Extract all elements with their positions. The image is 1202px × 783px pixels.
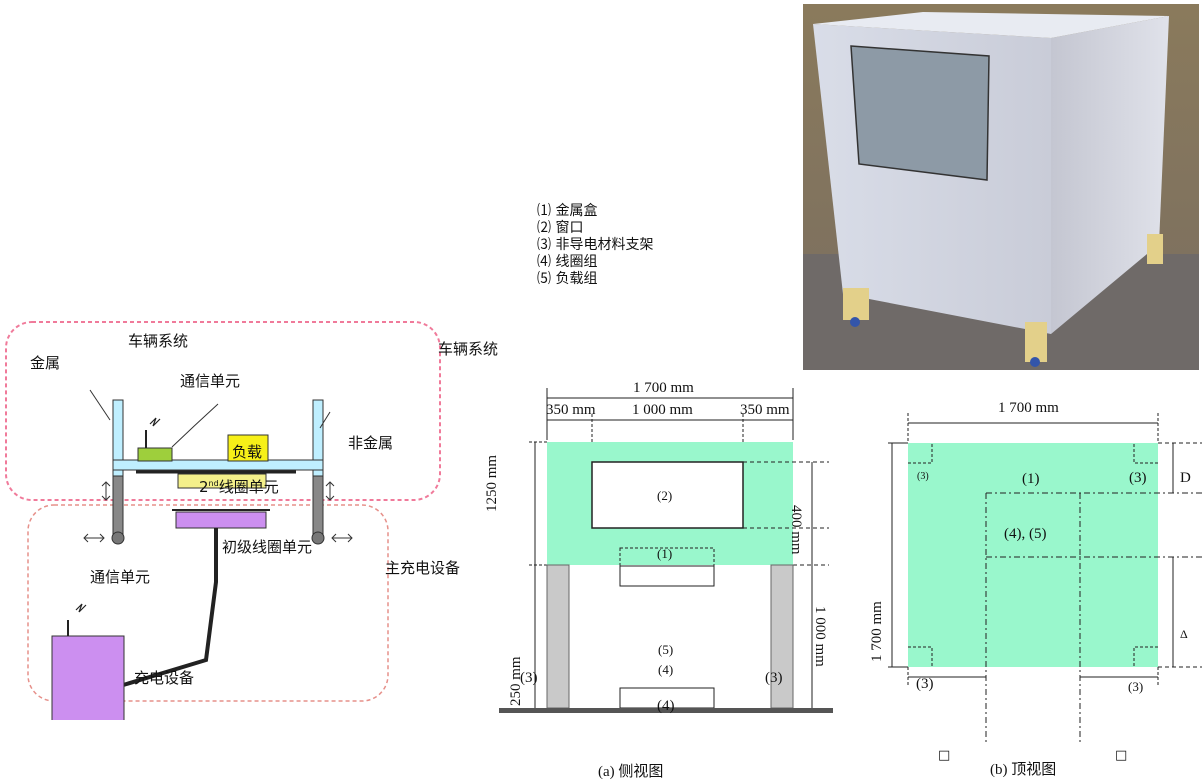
charger-box (51, 635, 125, 720)
side-label-1: (1) (657, 546, 673, 561)
legend-item: ⑷ 线圈组 (537, 254, 598, 270)
side-label-3-left: (3) (520, 670, 538, 686)
wheel-leg-left (112, 475, 124, 539)
main-charger-label: 主充电设备 (385, 559, 461, 577)
wireless-charging-system-diagram (5, 321, 441, 720)
side-view-diagram (499, 388, 833, 713)
vehicle-system-label-outer: 车辆系统 (438, 340, 499, 358)
side-label-4-bottom: (4) (657, 698, 675, 714)
top-label-3-br: (3) (1128, 679, 1144, 694)
antenna-signal-bottom-icon (75, 603, 87, 613)
top-label-3-bl: (3) (916, 676, 934, 692)
top-box-glyph-right: □ (1115, 748, 1128, 763)
top-label-3-tr: (3) (1129, 470, 1147, 486)
side-label-2: (2) (657, 488, 673, 503)
vehicle-system-region (5, 321, 441, 501)
vehicle-system-label: 车辆系统 (128, 332, 189, 350)
top-label-3-tl: (3) (917, 471, 929, 482)
charger-label: 充电设备 (134, 669, 195, 687)
second-coil-label: 2nd线圈单元 (199, 478, 279, 496)
top-label-1: (1) (1022, 471, 1040, 487)
comm-unit-top-box (137, 447, 173, 462)
top-view-caption: (b) 顶视图 (990, 762, 1057, 778)
side-window (591, 461, 744, 529)
primary-coil-label: 初级线圈单元 (222, 538, 313, 556)
box-side-face (1051, 16, 1169, 334)
side-label-5: (5) (658, 642, 674, 657)
side-view-caption: (a) 侧视图 (598, 764, 664, 780)
load-label: 负载 (232, 443, 263, 461)
top-label-45: (4), (5) (1004, 526, 1047, 542)
legend-item: ⑴ 金属盒 (537, 203, 598, 219)
side-coil-top (619, 565, 715, 587)
metal-label: 金属 (30, 354, 61, 372)
top-label-delta: Δ (1180, 627, 1188, 641)
box-leg (1147, 234, 1163, 264)
top-view-diagram (888, 413, 1202, 745)
legend-item: ⑸ 负载组 (537, 271, 598, 287)
side-label-4-top: (4) (658, 662, 674, 677)
top-box (908, 443, 1158, 667)
comm-unit-top-label: 通信单元 (180, 372, 241, 390)
side-ground (499, 708, 833, 713)
charging-cable (119, 528, 218, 688)
vehicle-platform (112, 459, 324, 471)
main-charger-region (27, 504, 389, 702)
legend: ⑴ 金属盒 ⑵ 窗口 ⑶ 非导电材料支架 ⑷ 线圈组 ⑸ 负载组 (537, 203, 653, 288)
side-window-width: 1 000 mm (632, 402, 693, 418)
side-lower-height: 1 000 mm (812, 606, 828, 667)
load-box (227, 434, 269, 462)
box-window (850, 45, 990, 181)
top-height-total: 1 700 mm (869, 601, 885, 662)
top-width-total: 1 700 mm (998, 400, 1059, 416)
side-left-offset: 350 mm (546, 402, 596, 418)
side-window-height: 400 mm (788, 505, 804, 555)
primary-coil-unit (175, 511, 267, 529)
legend-item: ⑵ 窗口 (537, 220, 584, 236)
antenna-signal-icon (149, 417, 161, 427)
metal-box-photo (803, 4, 1199, 370)
side-width-total: 1 700 mm (633, 380, 694, 396)
box-leg (1025, 322, 1047, 362)
side-label-3-right: (3) (765, 670, 783, 686)
top-label-D: D (1180, 470, 1191, 486)
legend-item: ⑶ 非导电材料支架 (537, 237, 654, 253)
comm-unit-bottom-label: 通信单元 (90, 568, 151, 586)
wheel-right (311, 531, 325, 545)
wheel-left (111, 531, 125, 545)
wheel-leg-right (312, 475, 324, 539)
side-support-left (546, 564, 570, 709)
box-leg (843, 288, 869, 320)
side-right-offset: 350 mm (740, 402, 790, 418)
top-box-glyph-left: □ (938, 748, 951, 763)
side-height-box: 1250 mm (484, 454, 500, 512)
second-coil-unit (177, 473, 267, 489)
non-metal-label: 非金属 (348, 434, 394, 452)
